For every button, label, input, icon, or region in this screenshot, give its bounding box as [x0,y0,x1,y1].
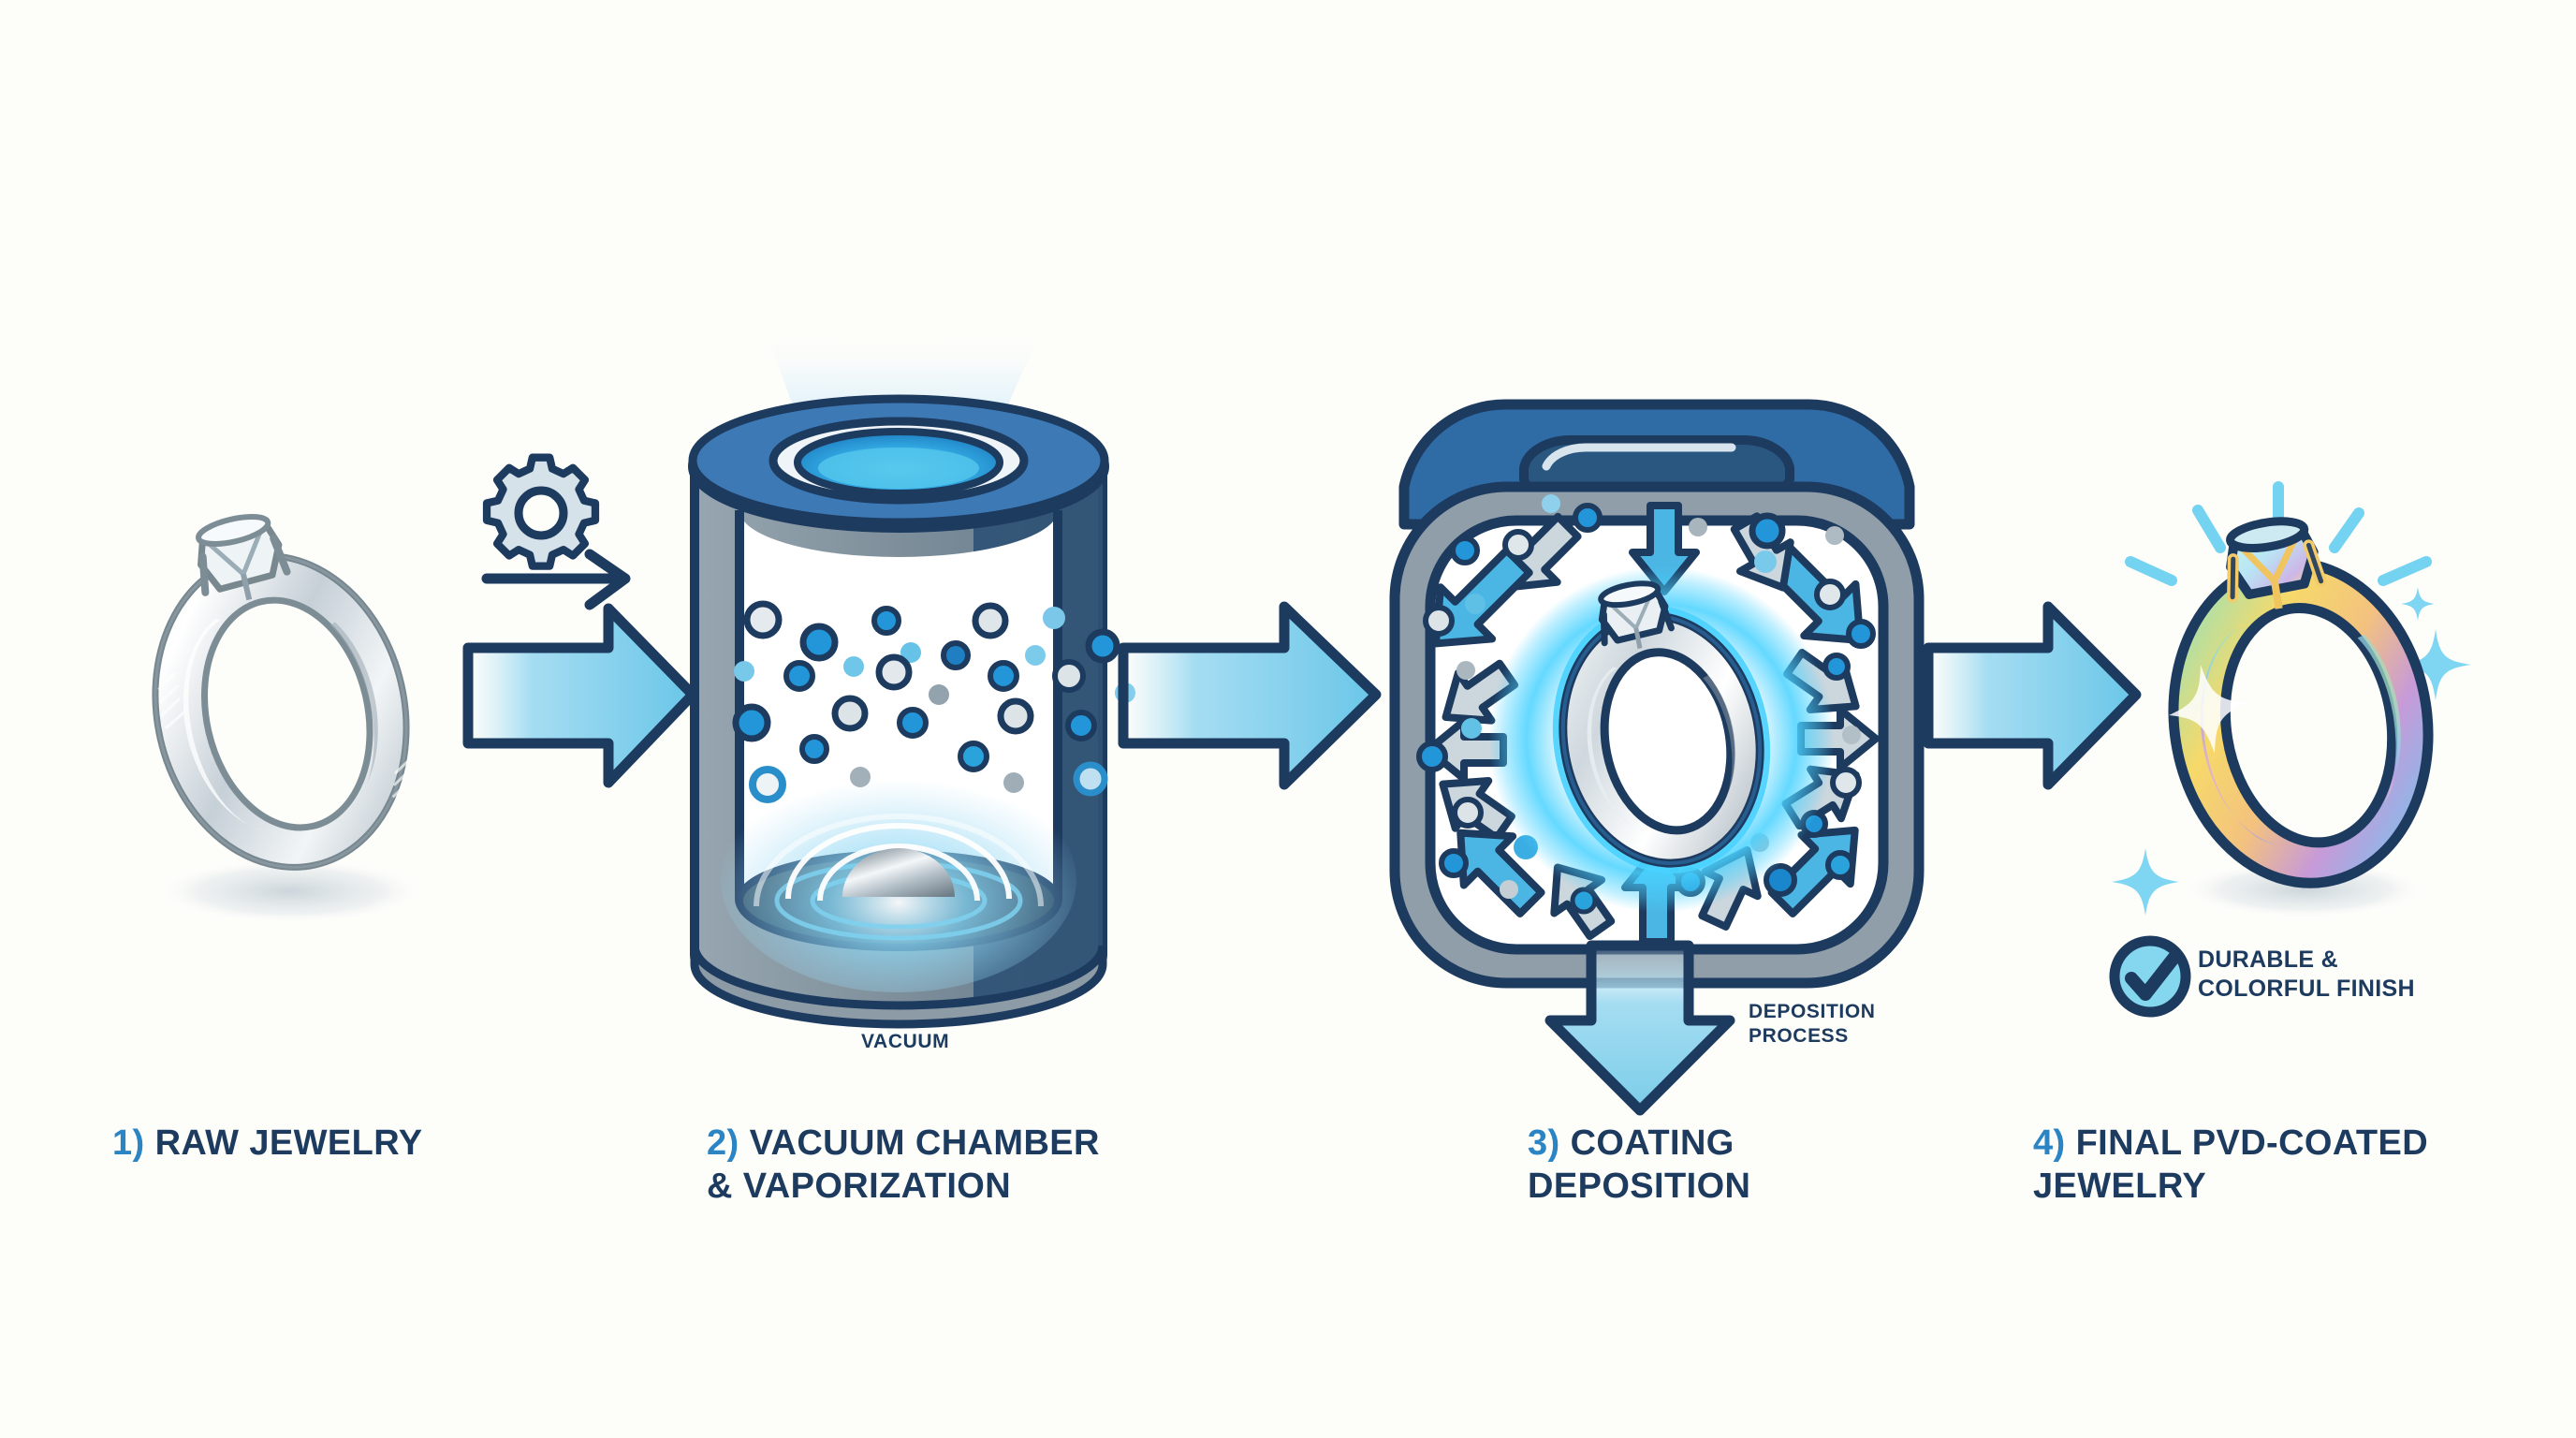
arrow-deposition-to-final [1923,601,2142,790]
step-number-4: 4) [2033,1123,2066,1163]
ring-shadow [159,859,421,923]
step-label-coating-deposition: 3) COATING DEPOSITION [1528,1122,1750,1209]
step-3-line-1: 3) COATING [1528,1122,1750,1165]
badge-line-2: COLORFUL FINISH [2198,975,2415,1002]
particle-cloud-chamber3 [1416,494,1876,915]
step1-raw-ring-illustration [152,513,421,923]
step-text-3-line-1: COATING [1570,1123,1734,1163]
gear-icon [482,453,600,570]
vacuum-caption: VACUUM [861,1031,950,1052]
step-label-final-pvd: 4) FINAL PVD-COATED JEWELRY [2033,1122,2428,1209]
step4-rainbow-ring-illustration [2109,481,2471,1018]
arrow-chamber-to-deposition [1118,601,1382,790]
deposition-process-line-2: PROCESS [1749,1025,1849,1048]
step-text-2-line-1: VACUUM CHAMBER [749,1123,1100,1163]
diamond-setting [196,513,291,601]
thin-arrow-right [481,549,631,610]
rainbow-pvd-ring [2168,517,2434,888]
step-label-vacuum-chamber: 2) VACUUM CHAMBER & VAPORIZATION [707,1122,1100,1209]
silver-diamond-ring [152,513,413,871]
deposition-process-line-1: DEPOSITION [1749,1001,1876,1022]
step-text-4-line-1: FINAL PVD-COATED [2075,1123,2429,1163]
ring-shadow-final [2185,861,2424,917]
step3-deposition-chamber-illustration [1389,399,1925,989]
step-text-1-line-1: RAW JEWELRY [154,1123,423,1163]
step-number-1: 1) [112,1123,145,1163]
step-number-2: 2) [707,1123,739,1163]
step-text-4-line-2: JEWELRY [2033,1167,2207,1207]
step-4-line-1: 4) FINAL PVD-COATED [2033,1122,2428,1165]
arrow-raw-to-chamber [462,603,698,788]
step-label-raw-jewelry: 1) RAW JEWELRY [112,1122,422,1165]
sparkle-stars [2112,587,2471,916]
deposition-process-caption: DEPOSITION PROCESS [1749,1000,1876,1049]
step-text-3-line-2: DEPOSITION [1528,1167,1751,1207]
check-circle-icon [2109,935,2191,1018]
vapor-source-dome [842,848,955,897]
badge-line-1: DURABLE & [2198,946,2338,973]
sparkle-rays [2125,481,2432,586]
step2-vacuum-chamber-illustration [688,335,1135,1029]
durable-finish-badge: DURABLE & COLORFUL FINISH [2198,946,2415,1003]
dome-arcs [754,814,1044,907]
step-number-3: 3) [1528,1123,1560,1163]
arrow-deposition-down [1544,940,1735,1116]
step-text-2-line-2: & VAPORIZATION [707,1167,1012,1207]
step-2-line-1: 2) VACUUM CHAMBER [707,1122,1100,1165]
ring-in-chamber [1552,580,1771,874]
particle-cloud-chamber2 [732,600,1135,803]
